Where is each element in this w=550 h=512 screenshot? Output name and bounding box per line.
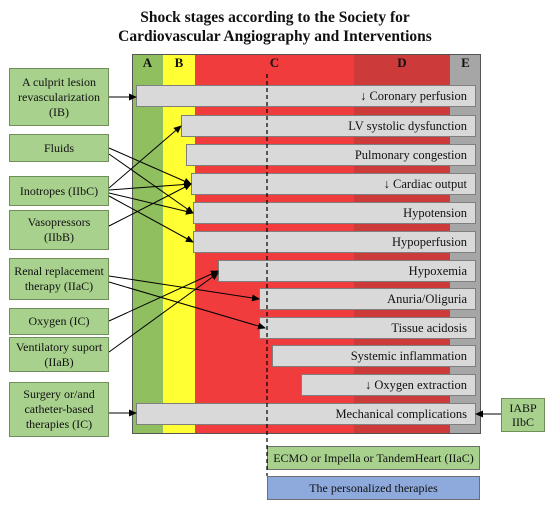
stage-e-label: E [461, 55, 470, 70]
therapy-inotropes: Inotropes (IIbC) [9, 176, 109, 206]
arrow-renal-anuria [108, 275, 260, 302]
therapy-fluids: Fluids [9, 134, 109, 162]
condition-systemic-inflammation: Systemic inflammation [272, 345, 476, 367]
ecmo-impella-tandemheart-box: ECMO or Impella or TandemHeart (IIaC) [267, 446, 480, 470]
stage-a-column [132, 54, 163, 434]
therapy-culprit-lesion-revascularization: A culprit lesion revascularization (IB) [9, 68, 109, 126]
arrow-inotropes-lv-dysfunction [108, 125, 182, 189]
condition-pulmonary-congestion: Pulmonary congestion [186, 144, 476, 166]
title-line-1: Shock stages according to the Society fo… [140, 9, 410, 26]
stage-b-label: B [174, 55, 184, 70]
stage-c-label: C [269, 55, 280, 70]
personalized-therapies-box: The personalized therapies [267, 476, 480, 500]
stage-d-label: D [397, 55, 407, 70]
condition-oxygen-extraction: ↓ Oxygen extraction [301, 374, 476, 396]
arrow-ventilatory-hypoxemia [108, 272, 219, 353]
condition-hypoxemia: Hypoxemia [218, 260, 476, 282]
therapy-ventilatory-support: Ventilatory suport (IIaB) [9, 337, 109, 372]
therapy-renal-replacement: Renal replacement therapy (IIaC) [9, 258, 109, 300]
stage-a-label: A [142, 55, 153, 70]
arrow-inotropes-hypoperfusion [108, 195, 194, 243]
therapy-surgery-catheter: Surgery or/and catheter-based therapies … [9, 382, 109, 437]
arrow-oxygen-hypoxemia [108, 270, 219, 322]
condition-tissue-acidosis: Tissue acidosis [259, 317, 476, 339]
arrow-fluids-hypotension [108, 153, 194, 214]
arrow-inotropes-hypotension [108, 192, 194, 215]
arrow-renal-tissue-acidosis [108, 281, 266, 330]
title-line-2: Cardiovascular Angiography and Intervent… [118, 28, 432, 45]
condition-hypoperfusion: Hypoperfusion [193, 231, 476, 253]
condition-coronary-perfusion: ↓ Coronary perfusion [136, 85, 476, 107]
condition-mechanical-complications: Mechanical complications [136, 403, 476, 425]
iabp-class-label: IIbC [512, 415, 534, 429]
arrow-inotropes-cardiac-output [108, 181, 192, 191]
therapy-vasopressors: Vasopressors (IIbB) [9, 210, 109, 250]
condition-lv-systolic-dysfunction: LV systolic dysfunction [181, 115, 476, 137]
iabp-label: IABP [509, 401, 537, 415]
therapy-oxygen: Oxygen (IC) [9, 308, 109, 335]
condition-cardiac-output: ↓ Cardiac output [191, 173, 476, 195]
arrow-vasopressors-cardiac-output [108, 183, 192, 227]
condition-anuria-oliguria: Anuria/Oliguria [259, 288, 476, 310]
condition-hypotension: Hypotension [193, 202, 476, 224]
stage-frame [132, 54, 481, 434]
arrow-fluids-cardiac-output [108, 147, 192, 185]
therapy-iabp: IABP IIbC [501, 398, 545, 432]
